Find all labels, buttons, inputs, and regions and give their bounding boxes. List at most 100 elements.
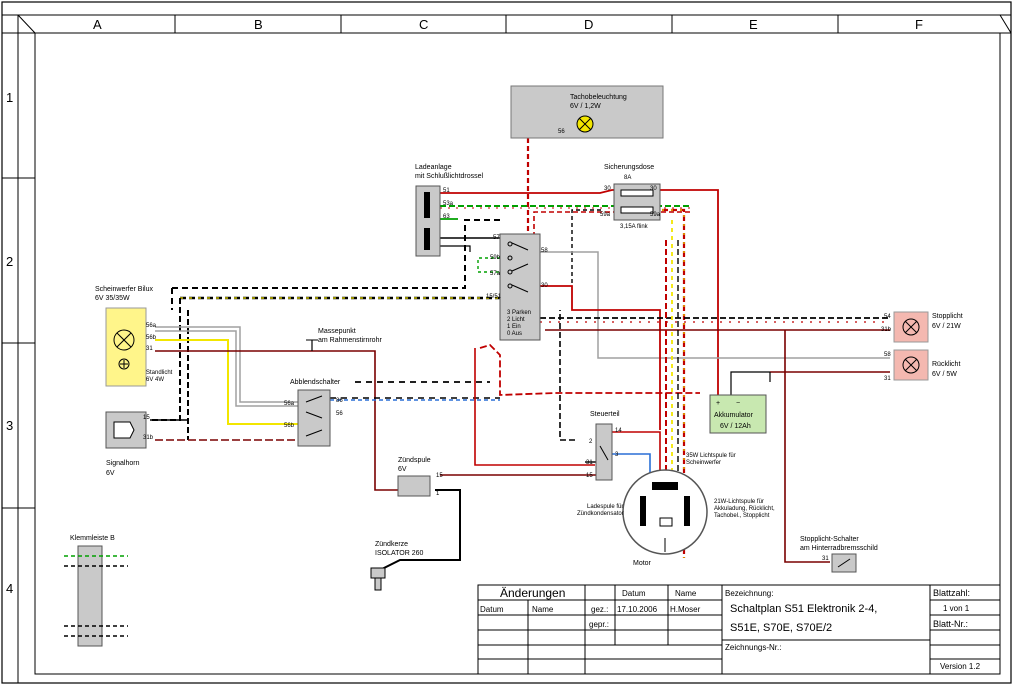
stator-coil-right: [684, 496, 690, 526]
motor-name: Motor: [633, 560, 652, 567]
control-pin-15: 15: [586, 473, 593, 479]
charger-pin-53a: 53a: [443, 201, 454, 207]
ground-line1: Massepunkt: [318, 328, 356, 335]
dimmer-pin-56a: 56a: [284, 401, 295, 407]
column-label-b: B: [254, 17, 263, 32]
standlicht-name: Standlicht: [146, 370, 173, 376]
headlight-housing: [105, 307, 147, 387]
tb-blatt-value: 1 von 1: [943, 604, 970, 613]
control-name: Steuerteil: [590, 411, 620, 418]
tb-gepr: gepr.:: [589, 620, 609, 629]
tb-title-line2: S51E, S70E, S70E/2: [730, 622, 832, 634]
fuse-box-component: Sicherungsdose 8A 30 30 59a 59a 3,15A fl…: [600, 164, 661, 230]
charger-name-2: mit Schlußlichtdrossel: [415, 173, 484, 180]
tb-changes: Änderungen: [500, 586, 565, 600]
rearlight-pin-31: 31: [884, 376, 891, 382]
dimmer-switch-component: Abblendschalter 56a 56b 86 56: [284, 379, 343, 447]
column-label-c: C: [419, 17, 428, 32]
wire-59a-out-yellow: [662, 209, 685, 558]
rearlight-rating: 6V / 5W: [932, 371, 957, 378]
wire-red-loop: [474, 348, 595, 466]
battery-plus: +: [716, 400, 720, 407]
charger-pin-51: 51: [443, 188, 450, 194]
row-label-4: 4: [6, 581, 13, 596]
headlight-name: Scheinwerfer Bilux: [95, 286, 153, 293]
tb-blatt-nr: Blatt-Nr.:: [933, 619, 968, 629]
control-pin-31: 31: [586, 460, 593, 466]
terminal-housing: [77, 545, 103, 647]
motor-component: Motor 35W Lichtspule für Scheinwerfer 21…: [577, 453, 775, 567]
row-label-1: 1: [6, 90, 13, 105]
wire-black-dashed-top: [171, 219, 500, 310]
dimmer-pin-56: 56: [336, 411, 343, 417]
dimmer-name: Abblendschalter: [290, 379, 341, 386]
tb-gez: gez.:: [591, 605, 608, 614]
motor-charge-l2: Zündkondensator: [577, 511, 624, 517]
switch-pin-57: 57: [493, 235, 500, 241]
switch-contact-1: [507, 241, 513, 247]
spark-plug-component: Zündkerze ISOLATOR 260: [370, 541, 423, 591]
horn-icon: [113, 421, 135, 439]
control-unit-component: Steuerteil 14 2 3 31 15: [586, 411, 622, 481]
stator-coil-top: [652, 482, 678, 490]
charger-coil-2: [424, 228, 430, 250]
tb-title-line1: Schaltplan S51 Elektronik 2-4,: [730, 603, 877, 615]
wire-bw-vertical: [150, 298, 181, 421]
wires: [150, 123, 890, 571]
row-label-3: 3: [6, 418, 13, 433]
control-pin-2: 2: [589, 439, 593, 445]
fuse-315a-icon: [620, 206, 654, 214]
row-label-2: 2: [6, 254, 13, 269]
ignition-switch-component: 57 58 59b 57a 30 15/51 3 Parken 2 Licht …: [486, 233, 548, 341]
switch-contact-4: [507, 283, 513, 289]
switch-pos-0: 0 Aus: [507, 331, 522, 337]
ground-line2: am Rahmenstirnrohr: [318, 337, 382, 344]
wire-31-darkred: [155, 350, 400, 491]
rearlight-bulb-icon: [902, 356, 920, 374]
column-label-f: F: [915, 17, 923, 32]
switch-contact-2: [507, 255, 513, 261]
motor-charge-l1: Ladespule für: [587, 504, 623, 510]
stoplight-rating: 6V / 21W: [932, 323, 961, 330]
horn-pin-31b: 31b: [143, 435, 154, 441]
rear-light-component: 58 31 Rücklicht 6V / 5W: [884, 349, 960, 382]
plug-rating: ISOLATOR 260: [375, 550, 423, 557]
charger-coil-1: [424, 192, 430, 218]
headlight-rating: 6V 35/35W: [95, 295, 130, 302]
plug-name: Zündkerze: [375, 541, 408, 548]
column-label-a: A: [93, 17, 102, 32]
stopswitch-line2: am Hinterradbremsschild: [800, 545, 878, 552]
coil-name: Zündspule: [398, 457, 431, 464]
terminal-block-component: Klemmleiste B: [64, 535, 128, 647]
stopswitch-pin: 31: [822, 556, 829, 562]
tb-gez-date: 17.10.2006: [617, 605, 658, 614]
spark-plug-icon: [370, 567, 386, 579]
control-pin-3: 3: [615, 452, 619, 458]
wire-fuse-left: [571, 209, 601, 286]
tb-blattzahl: Blattzahl:: [933, 588, 970, 598]
switch-pos-3: 3 Parken: [507, 310, 531, 316]
motor-coil35-l2: Scheinwerfer: [686, 460, 721, 466]
row-header: 1 2 3 4: [2, 15, 35, 683]
motor-coil21-l3: Tachobel., Stopplicht: [714, 513, 770, 519]
horn-pin-15: 15: [143, 415, 150, 421]
fuse-pin-59a-left: 59a: [600, 212, 611, 218]
switch-pin-1551: 15/51: [486, 294, 502, 300]
switch-pin-30: 30: [541, 283, 548, 289]
switch-housing: [499, 233, 541, 341]
battery-minus: −: [736, 400, 740, 407]
wire-red-51-30: [440, 189, 719, 395]
switch-pin-57a: 57a: [490, 271, 501, 277]
switch-pin-58: 58: [541, 248, 548, 254]
headlight-pin-56b: 56b: [146, 335, 157, 341]
battery-name: Akkumulator: [714, 412, 754, 419]
charger-pin-63: 63: [443, 214, 450, 220]
horn-name: Signalhorn: [106, 460, 140, 467]
coil-rating: 6V: [398, 466, 407, 473]
tb-version: Version 1.2: [940, 662, 981, 671]
tb-bezeichnung: Bezeichnung:: [725, 589, 773, 598]
rearlight-name: Rücklicht: [932, 361, 960, 368]
wire-56b-yellow: [155, 339, 298, 425]
motor-coil21-l2: Akkuladung, Rücklicht,: [714, 506, 775, 512]
